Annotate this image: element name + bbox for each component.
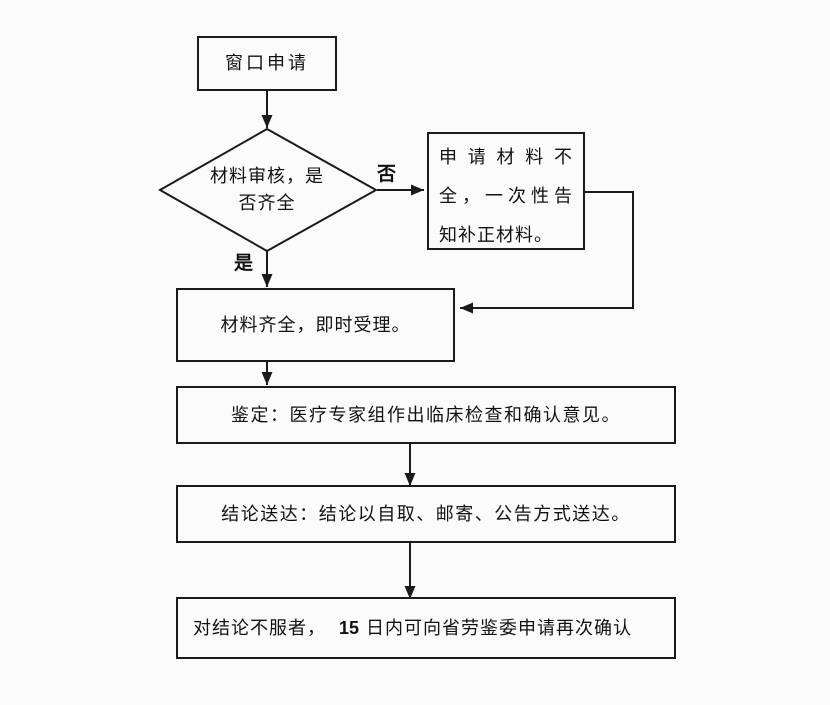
start-box: 窗口申请 (197, 36, 337, 91)
decision-label: 材料审核，是 否齐全 (172, 163, 362, 217)
accept-box-label: 材料齐全，即时受理。 (220, 314, 411, 335)
appeal-box-prefix: 对结论不服者， (193, 617, 326, 638)
start-box-label: 窗口申请 (225, 53, 309, 74)
branch-label-no: 否 (377, 164, 397, 185)
incomplete-materials-line1: 申请材料不 (439, 147, 573, 167)
incomplete-materials-line2: 全，一次性告 (439, 186, 573, 206)
delivery-box: 结论送达：结论以自取、邮寄、公告方式送达。 (176, 485, 676, 543)
branch-label-yes: 是 (234, 253, 254, 274)
incomplete-materials-line3: 知补正材料。 (439, 225, 553, 245)
decision-label-line1: 材料审核，是 (210, 166, 324, 186)
delivery-box-label: 结论送达：结论以自取、邮寄、公告方式送达。 (221, 503, 631, 524)
incomplete-materials-box: 申请材料不 全，一次性告 知补正材料。 (427, 132, 585, 250)
decision-label-line2: 否齐全 (238, 193, 296, 213)
appraisal-box-label: 鉴定：医疗专家组作出临床检查和确认意见。 (231, 404, 621, 425)
accept-box: 材料齐全，即时受理。 (176, 288, 455, 362)
appeal-box: 对结论不服者， 15 日内可向省劳鉴委申请再次确认 (176, 597, 676, 659)
appeal-box-days: 15 (339, 617, 360, 638)
appeal-box-suffix: 日内可向省劳鉴委申请再次确认 (366, 617, 633, 638)
appraisal-box: 鉴定：医疗专家组作出临床检查和确认意见。 (176, 386, 676, 444)
